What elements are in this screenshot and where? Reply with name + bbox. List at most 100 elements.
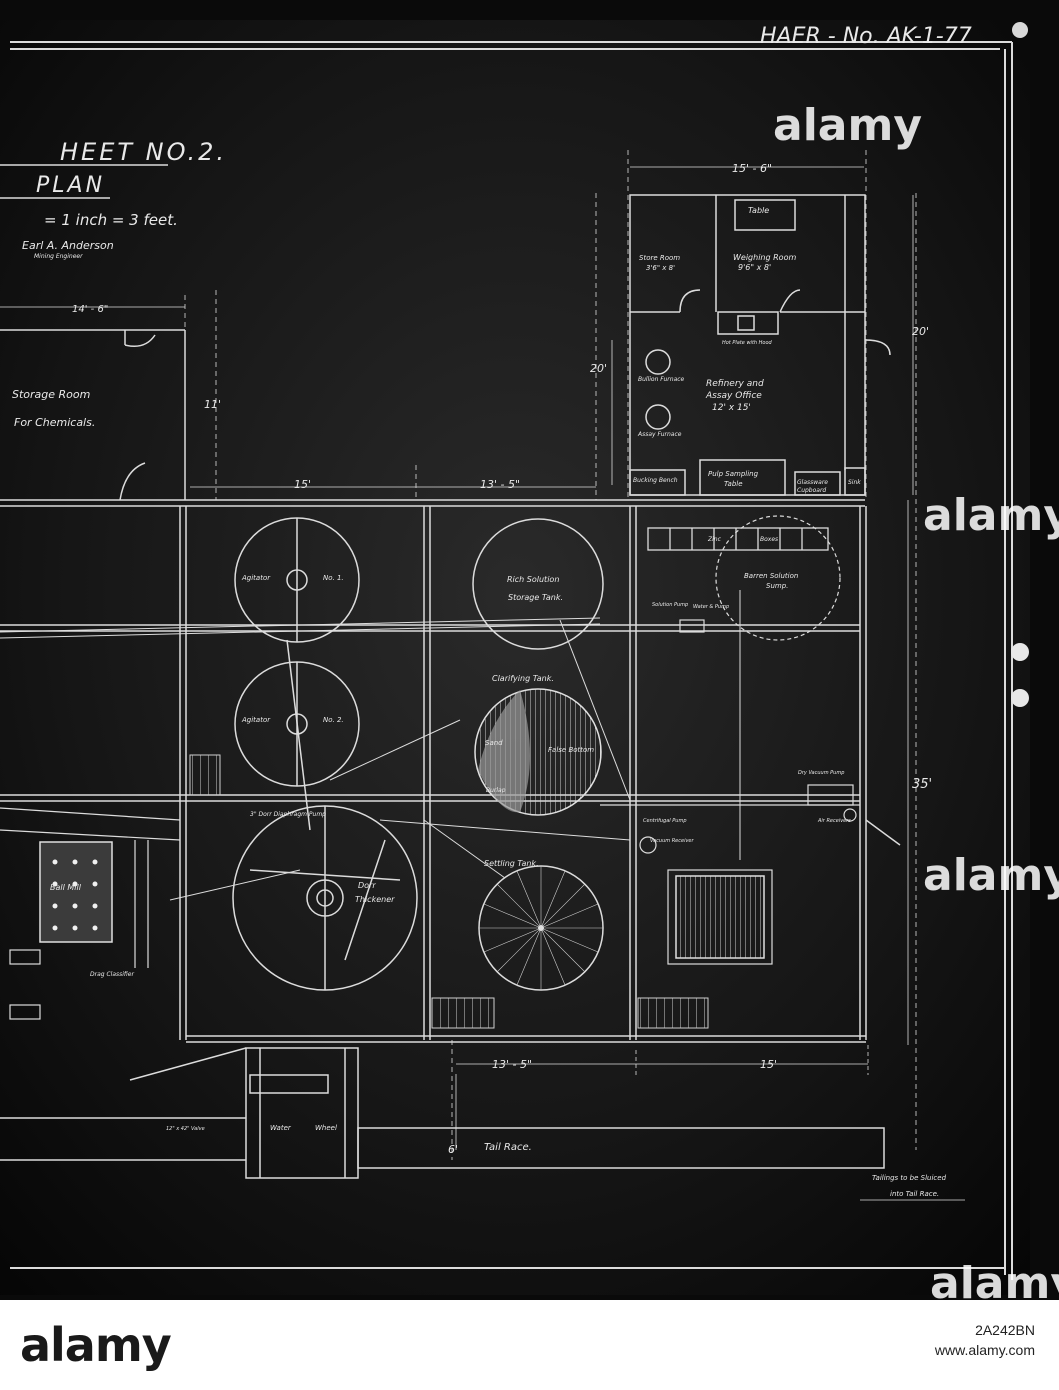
cupboard-label: Cupboard — [797, 487, 826, 494]
zinc-boxes — [647, 527, 829, 551]
hot-plate-label: Hot Plate with Hood — [722, 340, 773, 346]
drag-classifier-label: Drag Classifier — [90, 971, 134, 978]
rich-solution-tank — [472, 518, 604, 650]
bullion-furnace-label: Bullion Furnace — [638, 376, 685, 383]
storage-room-label: Storage Room — [12, 388, 90, 401]
boxes-label: Boxes — [760, 536, 778, 543]
dry-vacuum-pump-label: Dry Vacuum Pump — [798, 770, 844, 776]
drag-classifier — [0, 807, 181, 1020]
ball-mill — [39, 841, 113, 943]
burlap-label: Burlap — [486, 787, 506, 794]
solution-pump-label: Solution Pump — [652, 602, 688, 608]
pulp-sampling-table-label: Table — [724, 480, 743, 488]
vacuum-receiver-label: Vacuum Receiver — [650, 838, 695, 844]
image-id: 2A242BN — [975, 1322, 1035, 1338]
title-block: HEET NO.2. PLAN = 1 inch = 3 feet. Earl … — [0, 24, 972, 260]
diaphragm-pump-label: 3" Dorr Diaphragm Pump — [250, 811, 326, 818]
pulp-sampling-label: Pulp Sampling — [708, 470, 759, 478]
stairs-1 — [189, 754, 221, 796]
tailings-note-2: into Tail Race. — [890, 1190, 939, 1198]
rich-solution-label: Rich Solution — [507, 575, 559, 584]
ball-mill-label: Ball Mill — [50, 883, 82, 892]
refinery-label: Refinery and — [706, 379, 764, 389]
filter-press — [667, 869, 773, 965]
tailings-note-1: Tailings to be Sluiced — [872, 1174, 947, 1182]
watermark-4: alamy — [930, 1258, 1059, 1300]
dim-bottom-13-5: 13' - 5" — [492, 1058, 532, 1071]
valve-note: 12" x 42" Valve — [166, 1126, 205, 1132]
wheel-label: Wheel — [315, 1124, 337, 1132]
clarifying-tank-label: Clarifying Tank. — [492, 674, 554, 683]
dimension-labels: 15' - 6" 14' - 6" 20' 20' 11' 15' 13' - … — [72, 162, 932, 1156]
refinery-size: 12' x 15' — [712, 403, 751, 413]
scale-note: = 1 inch = 3 feet. — [44, 211, 178, 229]
blueprint-sheet — [0, 20, 1030, 1295]
stock-footer: alamy 2A242BN www.alamy.com — [0, 1300, 1059, 1390]
dim-11: 11' — [204, 398, 221, 411]
dorr-label: Dorr — [358, 881, 376, 890]
mill-building-walls — [0, 499, 901, 1043]
dimension-lines — [0, 150, 917, 1160]
watermark-3: alamy — [923, 850, 1059, 901]
settling-tank-label: Settling Tank. — [484, 859, 539, 868]
clarifying-tank — [474, 688, 602, 816]
barren-solution-sump — [715, 515, 841, 641]
agitator-1-number: No. 1. — [323, 574, 344, 582]
author-role: Mining Engineer — [34, 253, 83, 260]
agitator-tanks — [234, 517, 360, 831]
dim-6: 6' — [448, 1143, 458, 1156]
bucking-bench-label: Bucking Bench — [633, 477, 678, 484]
tail-race-channel — [357, 1127, 885, 1169]
pump-unit — [679, 619, 705, 633]
watermark-1: alamy — [773, 100, 922, 151]
sink-label: Sink — [848, 479, 861, 486]
water-label: Water — [270, 1124, 292, 1132]
dorr-thickener — [232, 805, 418, 991]
record-id: HAER - No. AK-1-77 — [760, 24, 972, 49]
agitator-1-label: Agitator — [241, 574, 271, 582]
watermark-2: alamy — [923, 490, 1059, 541]
dim-20-right: 20' — [912, 325, 929, 338]
for-chemicals-label: For Chemicals. — [14, 416, 95, 429]
sheet-border — [10, 41, 1013, 1280]
storage-room-walls — [0, 329, 186, 501]
mill-floor-plan: HEET NO.2. PLAN = 1 inch = 3 feet. Earl … — [0, 20, 1030, 1295]
author-name: Earl A. Anderson — [22, 239, 114, 252]
water-wheel — [0, 1047, 359, 1179]
dim-15: 15' — [294, 478, 311, 491]
dim-35: 35' — [912, 777, 932, 792]
plan-title: PLAN — [36, 173, 105, 198]
thickener-label: Thickener — [355, 895, 395, 904]
blueprint-photograph: HEET NO.2. PLAN = 1 inch = 3 feet. Earl … — [0, 0, 1059, 1300]
assay-office-label: Assay Office — [705, 391, 762, 401]
air-receivers-label: Air Receivers — [817, 818, 851, 824]
centrifugal-pump-label: Centrifugal Pump — [643, 818, 687, 824]
dim-13-5: 13' - 5" — [480, 478, 520, 491]
weighing-room-label: Weighing Room — [733, 253, 796, 262]
site-link[interactable]: www.alamy.com — [934, 1342, 1035, 1358]
dim-bottom-15: 15' — [760, 1058, 777, 1071]
barren-solution-label: Barren Solution — [744, 572, 798, 580]
sheet-clips — [1011, 22, 1029, 707]
weighing-room-size: 9'6" x 8' — [738, 263, 771, 272]
dim-14-6: 14' - 6" — [72, 304, 108, 315]
water-pump-label: Water & Pump — [693, 604, 729, 610]
store-room-label: Store Room — [639, 254, 680, 262]
assay-office-labels: Table Store Room 3'6" x 8' Weighing Room… — [633, 206, 861, 494]
settling-tank — [478, 865, 604, 991]
dim-15-6: 15' - 6" — [732, 162, 772, 175]
alamy-logo: alamy — [20, 1318, 172, 1372]
pipe-runs — [0, 540, 741, 901]
zinc-label: Zinc — [707, 536, 722, 543]
dim-20-left: 20' — [590, 362, 607, 375]
sheet-number-title: HEET NO.2. — [60, 138, 227, 166]
assay-office-walls — [629, 194, 891, 496]
stairs-2 — [431, 997, 495, 1029]
footer-meta: 2A242BN www.alamy.com — [935, 1320, 1035, 1360]
sump-label: Sump. — [766, 582, 788, 590]
storage-tank-label: Storage Tank. — [508, 593, 563, 602]
stairs-3 — [637, 997, 709, 1029]
sand-label: Sand — [485, 739, 503, 747]
vacuum-pump-equipment — [600, 784, 860, 854]
agitator-2-number: No. 2. — [323, 716, 344, 724]
